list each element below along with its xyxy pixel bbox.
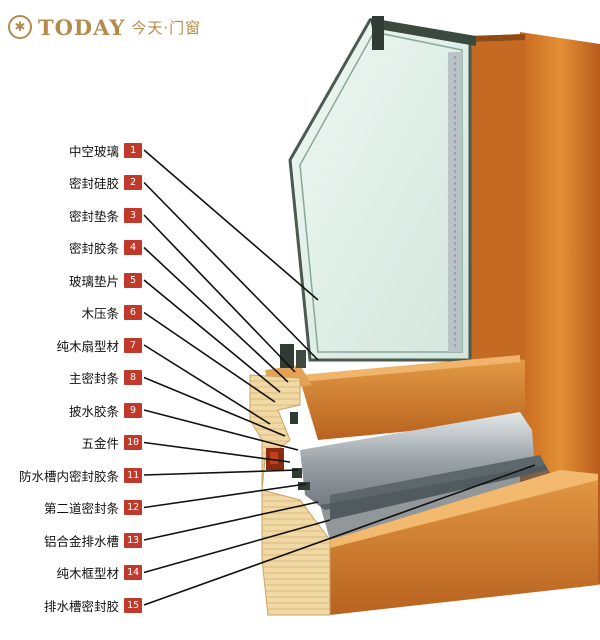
component-name: 铝合金排水槽 (43, 533, 119, 549)
brand-chinese-name: 今天·门窗 (131, 18, 202, 37)
leader-line-9 (143, 409, 299, 451)
sash-rail (300, 358, 525, 440)
brand-mark-icon: ✱ (8, 15, 32, 39)
component-label-8: 主密封条 8 (69, 369, 142, 387)
component-label-14: 纯木框型材 14 (56, 564, 142, 582)
component-label-13: 铝合金排水槽 13 (44, 531, 142, 549)
component-label-4: 密封胶条 4 (69, 239, 142, 257)
brand-logo: ✱ TODAY 今天·门窗 (8, 12, 201, 42)
component-number-badge: 7 (124, 337, 142, 353)
leader-line-7 (143, 344, 271, 425)
component-label-11: 防水槽内密封胶条 11 (19, 466, 142, 484)
component-name: 排水槽密封胶 (43, 598, 119, 614)
leader-line-3 (143, 214, 296, 373)
brand-latin-name: TODAY (38, 14, 126, 40)
component-label-6: 木压条 6 (81, 304, 142, 322)
component-number-badge: 1 (124, 142, 142, 158)
component-number-badge: 12 (124, 500, 142, 515)
leader-line-1 (143, 149, 319, 301)
component-number-badge: 8 (124, 370, 142, 385)
component-number-badge: 4 (124, 240, 142, 255)
component-label-2: 密封硅胶 2 (69, 174, 142, 192)
component-label-9: 披水胶条 9 (69, 401, 142, 419)
component-name: 防水槽内密封胶条 (18, 468, 119, 484)
component-label-5: 玻璃垫片 5 (69, 271, 142, 289)
aluminium-drain-channel (300, 412, 535, 510)
leader-line-6 (143, 311, 276, 403)
component-number-badge: 13 (124, 532, 142, 548)
component-number-badge: 5 (124, 272, 142, 288)
leader-line-5 (143, 279, 281, 393)
component-name: 密封硅胶 (68, 176, 119, 191)
leader-line-14 (143, 519, 331, 574)
leader-line-4 (143, 246, 289, 383)
leader-line-15 (143, 464, 536, 606)
component-number-badge: 2 (124, 175, 142, 190)
component-name: 纯木框型材 (56, 566, 119, 581)
component-name: 木压条 (81, 306, 119, 321)
component-name: 密封胶条 (68, 241, 119, 256)
component-name: 纯木扇型材 (56, 338, 119, 354)
component-number-badge: 14 (124, 565, 142, 580)
leader-line-2 (143, 181, 319, 361)
component-label-15: 排水槽密封胶 15 (44, 596, 142, 614)
leader-line-12 (143, 483, 307, 509)
component-name: 中空玻璃 (68, 143, 119, 159)
frame-bottom-rail (330, 470, 598, 615)
component-number-badge: 11 (124, 467, 142, 483)
leader-lines (143, 149, 536, 606)
component-name: 披水胶条 (68, 403, 119, 419)
component-name: 第二道密封条 (43, 501, 119, 516)
component-number-badge: 9 (124, 402, 142, 418)
section-cut-face (249, 374, 331, 616)
component-name: 五金件 (81, 436, 119, 451)
component-label-3: 密封垫条 3 (69, 206, 142, 224)
component-name: 玻璃垫片 (68, 273, 119, 289)
leader-line-11 (143, 469, 299, 476)
leader-line-10 (143, 441, 291, 463)
component-number-badge: 15 (124, 597, 142, 613)
leader-line-8 (143, 376, 286, 437)
component-name: 主密封条 (68, 371, 119, 386)
component-label-10: 五金件 10 (81, 434, 142, 452)
component-label-12: 第二道密封条 12 (44, 499, 142, 517)
component-label-7: 纯木扇型材 7 (56, 336, 142, 354)
component-number-badge: 3 (124, 207, 142, 223)
component-label-1: 中空玻璃 1 (69, 141, 142, 159)
insulated-glass (288, 18, 472, 362)
component-name: 密封垫条 (68, 208, 119, 224)
leader-line-13 (143, 501, 319, 541)
component-number-badge: 10 (124, 435, 142, 450)
component-number-badge: 6 (124, 305, 142, 320)
vertical-outer-frame (520, 32, 600, 585)
